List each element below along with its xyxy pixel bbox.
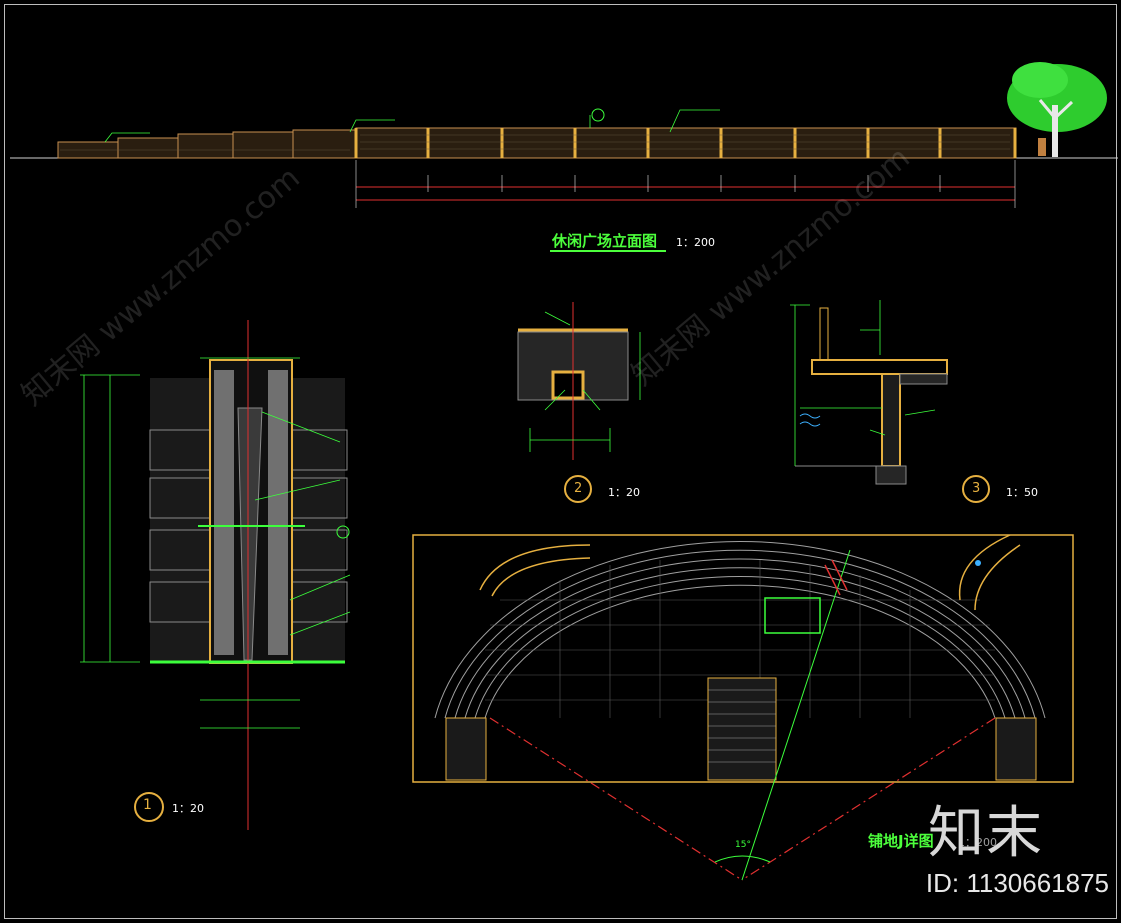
detail-1-scale: 1：20 [172, 802, 204, 815]
detail-3-scale: 1：50 [1006, 486, 1038, 499]
detail-2-drawing [517, 302, 641, 503]
drawing-frame [4, 4, 1117, 919]
paving-plan-drawing [412, 534, 1074, 881]
detail-3-number: 3 [972, 481, 981, 496]
elevation-title: 休闲广场立面图 [552, 232, 658, 250]
title-underline [550, 250, 666, 252]
detail-1-drawing [80, 320, 351, 830]
detail-3-drawing [790, 300, 990, 503]
paving-scale: 1：200 [958, 836, 997, 849]
paving-angle: 15° [735, 840, 751, 850]
watermark-id: ID: 1130661875 [925, 868, 1109, 898]
detail-1-circle [134, 792, 164, 822]
tree-icon [1007, 62, 1107, 157]
detail-2-number: 2 [574, 481, 583, 496]
watermark-logo: 知末 [928, 801, 1044, 866]
detail-1-number: 1 [143, 797, 152, 813]
elevation-scale: 1：200 [676, 236, 715, 249]
elevation-drawing [10, 62, 1118, 208]
paving-title: 铺地J详图 [868, 832, 934, 850]
detail-2-scale: 1：20 [608, 486, 640, 499]
